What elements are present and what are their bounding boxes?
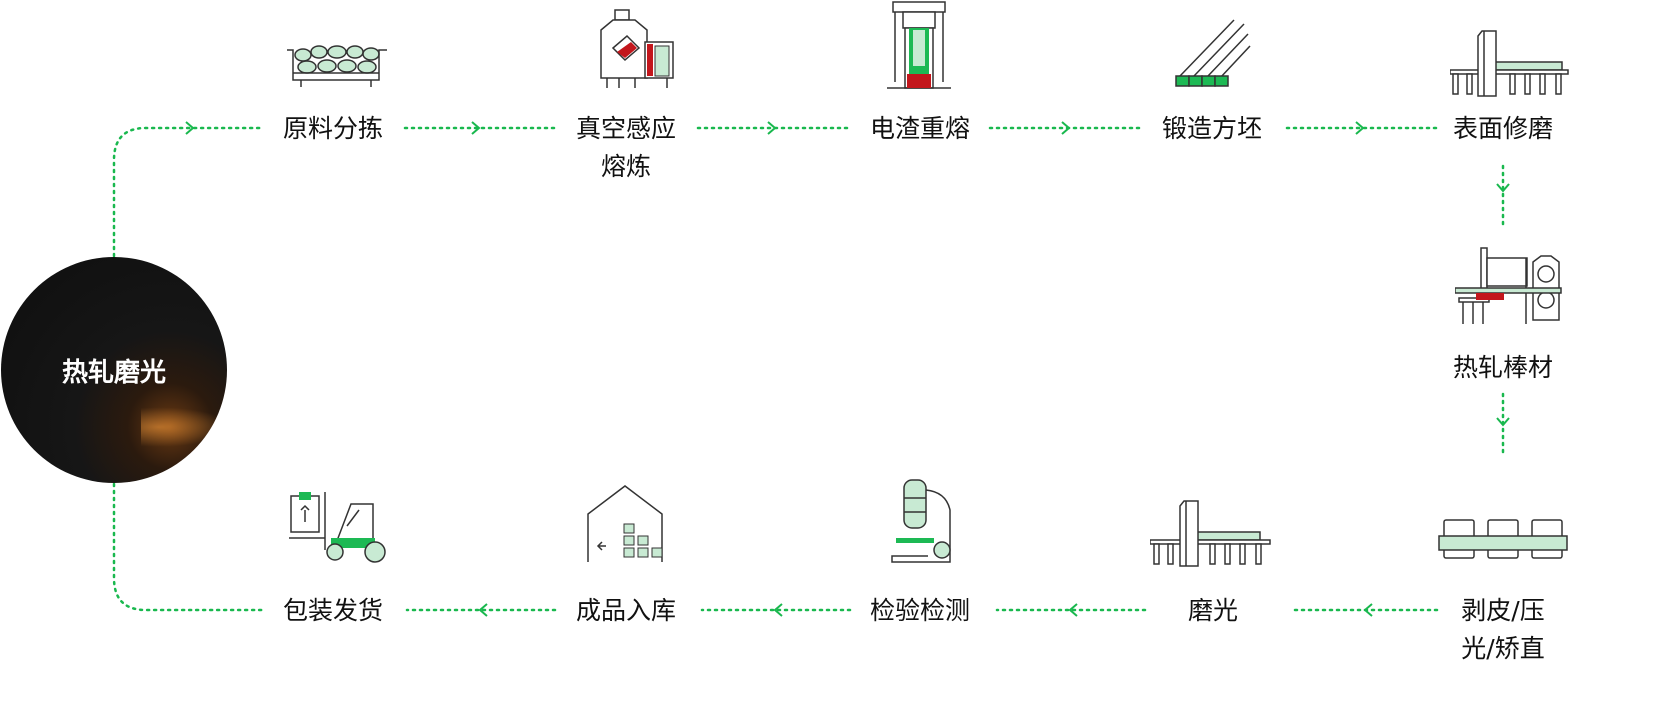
- induction-furnace-icon: [600, 9, 674, 88]
- step-label-inspection: 检验检测: [869, 596, 971, 625]
- step-label-hot-rolled-bar: 热轧棒材: [1452, 353, 1554, 382]
- microscope-icon: [891, 479, 951, 563]
- step-label-forged-billet: 锻造方坯: [1161, 114, 1263, 143]
- step-label-packaging-shipping: 包装发货: [282, 596, 384, 625]
- arrow-left-icon: [1363, 603, 1373, 617]
- arrow-right-icon: [767, 121, 777, 135]
- step-label-peeling-straightening: 剥皮/压 光/矫直: [1461, 592, 1544, 668]
- step-label-warehousing: 成品入库: [575, 596, 677, 625]
- hub-hot-rolled-polishing: 热轧磨光: [1, 257, 227, 483]
- label-line: 真空感应: [575, 114, 677, 143]
- hub-title: 热轧磨光: [61, 357, 166, 388]
- connector-step11-to-hub: [112, 482, 264, 612]
- arrow-right-icon: [185, 121, 195, 135]
- polishing-icon: [1150, 500, 1271, 567]
- forged-billet-icon: [1175, 19, 1251, 87]
- label-line: 光/矫直: [1461, 634, 1545, 663]
- arrow-right-icon: [1061, 121, 1071, 135]
- arrow-down-icon: [1496, 183, 1510, 193]
- peeling-straightening-icon: [1438, 519, 1568, 559]
- warehouse-icon: [587, 485, 663, 562]
- arrow-left-icon: [773, 603, 783, 617]
- sparks-decoration: [141, 407, 227, 447]
- hot-rolling-icon: [1455, 247, 1562, 324]
- arrow-left-icon: [478, 603, 488, 617]
- step-label-polishing: 磨光: [1187, 596, 1239, 625]
- step-label-electroslag-remelting: 电渣重熔: [869, 114, 971, 143]
- label-line: 剥皮/压: [1461, 596, 1545, 625]
- arrow-right-icon: [1355, 121, 1365, 135]
- arrow-down-icon: [1496, 417, 1510, 427]
- step-label-vacuum-induction-melting: 真空感应 熔炼: [576, 110, 676, 186]
- forklift-icon: [289, 492, 386, 563]
- electroslag-remelting-icon: [887, 1, 951, 89]
- connector-hub-to-step1: [112, 126, 264, 258]
- surface-grinding-icon: [1450, 30, 1569, 97]
- arrowheads: [185, 121, 1510, 617]
- arrow-left-icon: [1068, 603, 1078, 617]
- step-label-surface-grinding: 表面修磨: [1452, 114, 1554, 143]
- label-line: 熔炼: [600, 152, 652, 181]
- step-label-raw-material-sorting: 原料分拣: [282, 114, 384, 143]
- arrow-right-icon: [471, 121, 481, 135]
- ore-cart-icon: [287, 45, 387, 87]
